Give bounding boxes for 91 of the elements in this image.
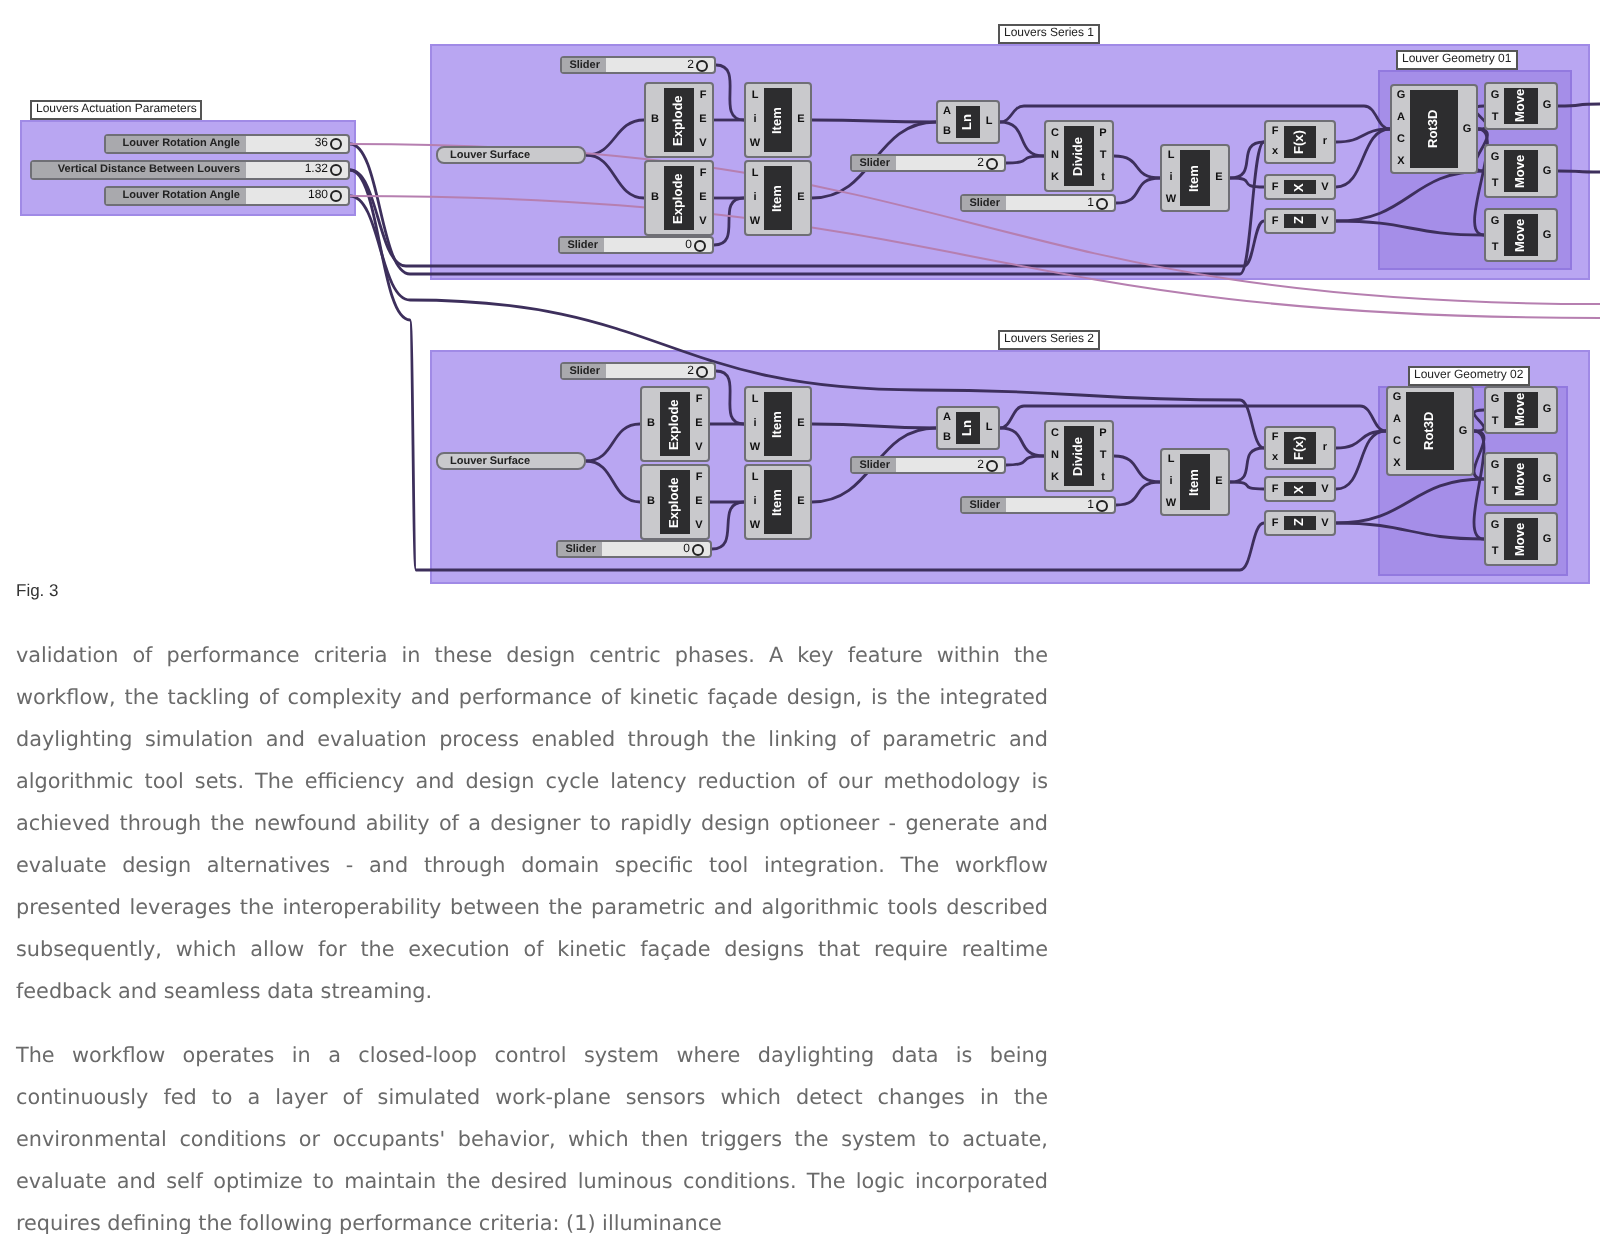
- wire: [1472, 408, 1486, 433]
- component-block: [1264, 174, 1336, 200]
- figure-caption: Fig. 3: [16, 580, 59, 600]
- wire: [811, 120, 937, 200]
- wire: [1229, 480, 1265, 491]
- wire: [1472, 429, 1486, 541]
- number-slider: [960, 194, 1116, 212]
- wire: [1472, 429, 1486, 481]
- component-block: [1044, 120, 1114, 192]
- component-block: [1264, 120, 1336, 164]
- wire: [349, 168, 1266, 268]
- wire: [714, 118, 744, 122]
- wire: [585, 459, 641, 504]
- component-block: [1484, 82, 1558, 130]
- component-block: [744, 464, 812, 540]
- wire: [1113, 154, 1161, 180]
- wire: [812, 422, 936, 430]
- wire: [1005, 154, 1045, 165]
- component-block: [1484, 386, 1558, 434]
- component-block: [644, 160, 714, 236]
- component-block: [1390, 84, 1478, 174]
- component-block: [1264, 208, 1336, 234]
- wire: [1229, 140, 1265, 180]
- wire: [1473, 104, 1489, 131]
- wire: [1558, 169, 1600, 174]
- number-slider: [560, 362, 716, 380]
- body-paragraph: The workflow operates in a closed-loop control system where daylighting data is being continuously fed to a layer of simulated work-plane sensors which detect changes in the environmental conditions or occupants' behavior, which then triggers the system to actuate, evaluate and self optimize to maintain the desired luminous conditions. The logic incorporated requires defining the following performance criteria: (1) illuminance: [16, 1042, 1048, 1234]
- wire: [999, 104, 1391, 131]
- wire: [811, 426, 937, 504]
- number-slider: [850, 154, 1006, 172]
- number-slider: [104, 186, 350, 206]
- wire: [349, 194, 1265, 449]
- wire: [710, 500, 744, 504]
- number-slider: [560, 56, 716, 74]
- number-slider: [960, 496, 1116, 514]
- wire: [1558, 102, 1600, 108]
- component-block: [744, 82, 812, 158]
- parameter-node: [436, 452, 586, 470]
- wire: [999, 120, 1045, 158]
- wire: [1335, 127, 1391, 189]
- wire: [349, 141, 1266, 276]
- wire: [999, 404, 1387, 433]
- component-block: [644, 82, 714, 158]
- body-paragraph: validation of performance criteria in these design centric phases. A key feature within the workflow, the tackling of complexity and performance of kinetic façade design, is the integrated daylighting simulation and evaluation process enabled through the linking of parametric and algorithmic tool sets. The efficiency and design cycle latency reduction of our methodology is achieved through the newfound ability of a designer to rapidly design optioneer - generate and evaluate design alternatives - and through domain specific tool integration. The workflow presented leverages the interoperability between the parametric and algorithmic tools described subsequently, which allow for the execution of kinetic façade designs that require realtime feedback and seamless data streaming.: [16, 642, 1048, 1008]
- component-block: [744, 386, 812, 462]
- number-slider: [556, 540, 712, 558]
- component-block: [1264, 426, 1336, 470]
- wire: [1335, 477, 1485, 525]
- number-slider: [558, 236, 714, 254]
- parameter-node: [436, 146, 586, 164]
- wire: [585, 153, 645, 200]
- wire: [1113, 454, 1161, 484]
- component-block: [1160, 144, 1230, 212]
- component-block: [744, 160, 812, 236]
- wire: [711, 500, 745, 551]
- component-block: [1484, 144, 1558, 198]
- wire: [1115, 480, 1161, 507]
- wire: [999, 426, 1045, 458]
- wire: [1473, 127, 1489, 237]
- wire: [349, 195, 1600, 319]
- number-slider: [30, 160, 350, 180]
- component-block: [1264, 510, 1336, 536]
- component-block: [1484, 208, 1558, 262]
- wire: [585, 422, 641, 463]
- wire: [1473, 127, 1489, 173]
- wire: [713, 196, 745, 247]
- component-block: [1160, 448, 1230, 516]
- wire: [1335, 169, 1485, 223]
- wire: [1335, 219, 1485, 237]
- number-slider: [850, 456, 1006, 474]
- wire: [710, 422, 744, 426]
- wire: [1115, 176, 1161, 205]
- component-block: [1264, 476, 1336, 502]
- wire: [1229, 446, 1265, 484]
- wire: [349, 168, 1266, 572]
- component-block: [1044, 420, 1114, 492]
- wire: [1005, 454, 1045, 467]
- component-block: [640, 464, 710, 540]
- component-block: [1484, 452, 1558, 506]
- component-block: [936, 100, 1000, 144]
- wire: [715, 369, 745, 426]
- wire: [1229, 176, 1265, 189]
- component-block: [1386, 386, 1474, 476]
- component-block: [640, 386, 710, 462]
- wire: [349, 143, 1600, 305]
- number-slider: [104, 134, 350, 154]
- component-block: [936, 406, 1000, 450]
- wire: [714, 196, 744, 200]
- component-block: [1484, 512, 1558, 566]
- wire: [1335, 521, 1485, 541]
- wire: [1335, 429, 1387, 491]
